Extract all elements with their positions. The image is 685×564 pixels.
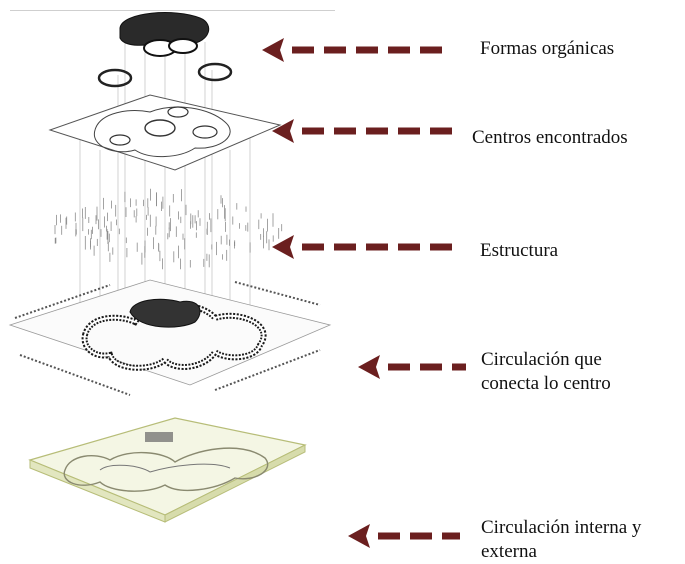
label-line: externa <box>481 541 537 562</box>
found-centres-layer <box>48 94 282 171</box>
label-line: Circulación interna y <box>481 517 642 538</box>
structure-layer <box>54 188 283 270</box>
dashed-left-arrow-icon <box>358 355 466 379</box>
dashed-left-arrow-icon <box>348 524 460 548</box>
label-centros-encontrados: Centros encontrados <box>472 126 628 150</box>
label-line: conecta lo centro <box>481 373 611 394</box>
label-line: Centros encontrados <box>472 127 628 148</box>
exploded-axonometric-diagram <box>8 12 332 523</box>
label-line: Circulación que <box>481 349 602 370</box>
label-line: Estructura <box>480 240 559 261</box>
top-border-line <box>10 10 335 11</box>
circulation-centres-layer <box>8 279 332 396</box>
label-formas-organicas: Formas orgánicas <box>480 37 614 61</box>
dashed-left-arrow-icon <box>262 38 442 62</box>
label-line: Formas orgánicas <box>480 38 615 59</box>
dashed-left-arrow-icon <box>272 235 452 259</box>
organic-forms-layer <box>97 12 233 88</box>
circulation-internal-external-layer <box>28 417 307 523</box>
label-circulacion-interna-externa: Circulación interna y externa <box>481 516 641 564</box>
dashed-left-arrow-icon <box>272 119 452 143</box>
label-circulacion-centro: Circulación que conecta lo centro <box>481 348 611 396</box>
label-estructura: Estructura <box>480 239 558 263</box>
